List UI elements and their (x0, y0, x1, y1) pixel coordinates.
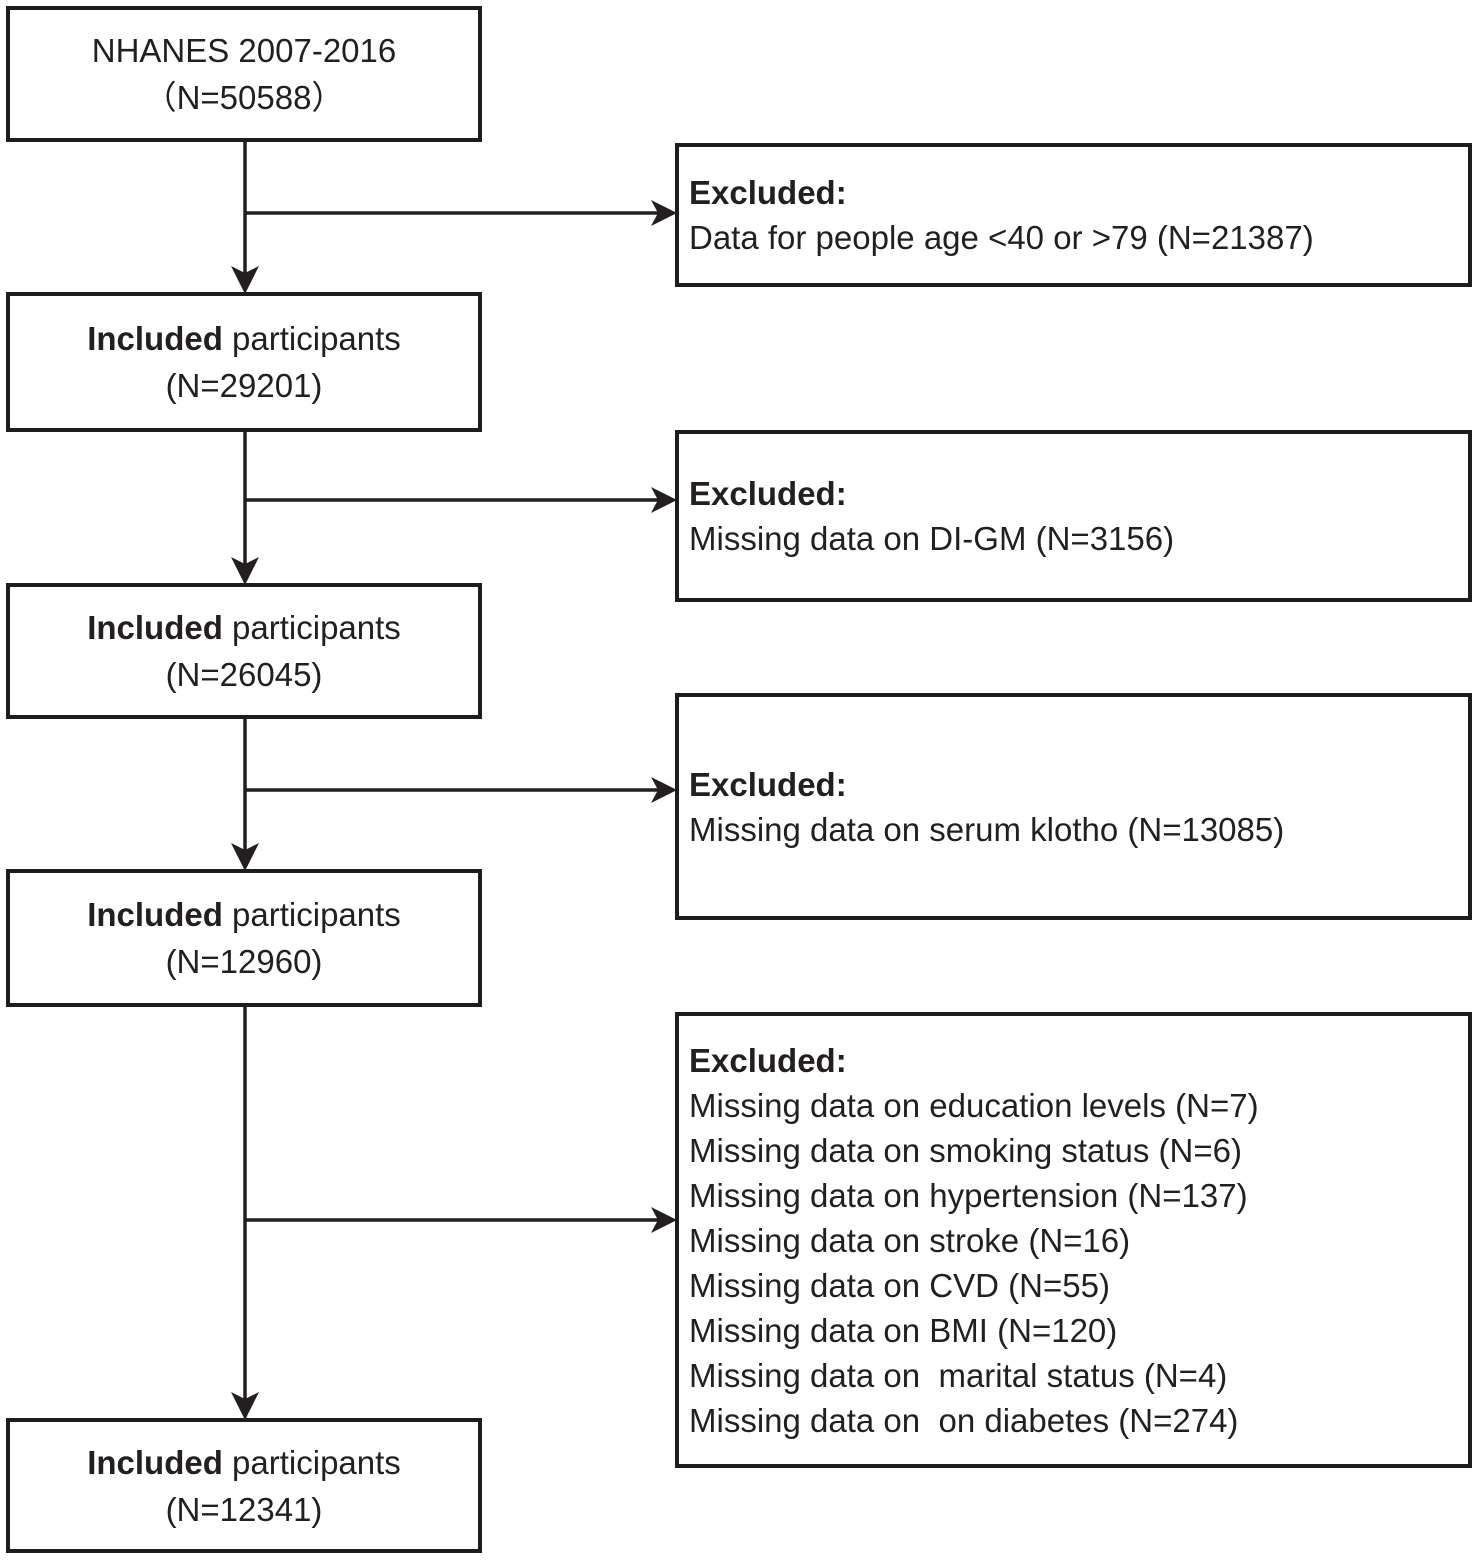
cohort-box-title-rest: participants (222, 896, 401, 933)
cohort-box-included-4: Included participants (N=12341) (6, 1418, 482, 1553)
exclusion-box-2: Excluded: Missing data on DI-GM (N=3156) (675, 430, 1472, 602)
cohort-box-n: (N=29201) (165, 367, 323, 404)
exclusion-item: Missing data on DI-GM (N=3156) (689, 520, 1175, 557)
cohort-box-title: Included participants (87, 315, 401, 362)
arrow-right-head-1 (651, 200, 677, 226)
exclusion-box-3: Excluded: Missing data on serum klotho (… (675, 693, 1472, 920)
cohort-box-title: Included participants (87, 891, 401, 938)
exclusion-item: Missing data on marital status (N=4) (689, 1356, 1228, 1394)
exclusion-item: Missing data on hypertension (N=137) (689, 1176, 1248, 1214)
cohort-box-title: NHANES 2007-2016 (91, 32, 397, 69)
exclusion-heading: Excluded: (689, 174, 847, 211)
exclusion-item: Missing data on CVD (N=55) (689, 1266, 1110, 1304)
exclusion-heading: Excluded: (689, 475, 847, 512)
arrow-down-head-3 (231, 843, 259, 871)
arrow-right-head-2 (651, 487, 677, 513)
arrow-right-head-4 (651, 1207, 677, 1233)
exclusion-item: Missing data on on diabetes (N=274) (689, 1401, 1239, 1439)
cohort-box-included-2: Included participants (N=26045) (6, 583, 482, 719)
exclusion-item: Missing data on stroke (N=16) (689, 1221, 1131, 1259)
exclusion-item: Missing data on smoking status (N=6) (689, 1131, 1242, 1169)
cohort-box-title-bold: Included (87, 1443, 223, 1481)
cohort-box-title-rest: participants (222, 1443, 401, 1481)
exclusion-heading: Excluded: (689, 1041, 847, 1079)
cohort-box-source: NHANES 2007-2016 （N=50588） (6, 6, 482, 142)
cohort-box-n: （N=50588） (143, 79, 345, 116)
exclusion-item: Data for people age <40 or >79 (N=21387) (689, 219, 1314, 256)
arrow-down-head-1 (231, 266, 259, 294)
cohort-box-n: (N=12960) (165, 943, 323, 980)
cohort-box-title-rest: participants (222, 609, 401, 646)
cohort-box-title-bold: Included (87, 609, 223, 646)
cohort-box-included-1: Included participants (N=29201) (6, 292, 482, 432)
cohort-box-n: (N=26045) (165, 656, 323, 693)
exclusion-box-4: Excluded: Missing data on education leve… (675, 1012, 1472, 1468)
exclusion-item: Missing data on BMI (N=120) (689, 1311, 1118, 1349)
exclusion-item: Missing data on serum klotho (N=13085) (689, 810, 1285, 848)
cohort-box-title: Included participants (87, 604, 401, 651)
cohort-box-n: (N=12341) (165, 1490, 323, 1528)
exclusion-box-1: Excluded: Data for people age <40 or >79… (675, 143, 1472, 287)
arrow-down-head-2 (231, 557, 259, 585)
exclusion-heading: Excluded: (689, 765, 847, 803)
cohort-box-included-3: Included participants (N=12960) (6, 869, 482, 1007)
exclusion-item: Missing data on education levels (N=7) (689, 1086, 1259, 1124)
cohort-box-title: Included participants (87, 1439, 401, 1486)
cohort-box-title-rest: participants (222, 320, 401, 357)
cohort-box-title-bold: Included (87, 320, 223, 357)
arrow-down-head-4 (231, 1392, 259, 1420)
arrow-right-head-3 (651, 777, 677, 803)
cohort-box-title-bold: Included (87, 896, 223, 933)
